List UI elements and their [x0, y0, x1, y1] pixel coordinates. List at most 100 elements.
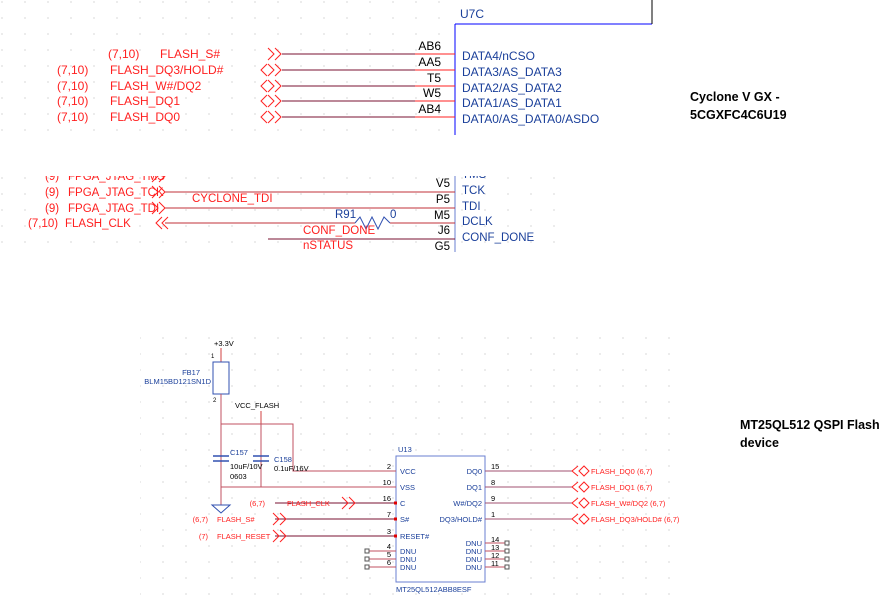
- pin-number: AA5: [418, 55, 441, 69]
- c158-value: 0.1uF/16V: [274, 464, 309, 473]
- connector-chevron-icon: [279, 512, 287, 526]
- pin-number: W5: [423, 86, 441, 100]
- pin-number: 8: [491, 478, 495, 487]
- pin-number: 2: [387, 462, 391, 471]
- net-name: FLASH_DQ0: [591, 467, 635, 476]
- connector-chevron-icon: [158, 201, 166, 215]
- capacitor-c158: [253, 455, 269, 462]
- bidir-chevron-icon: [260, 110, 268, 124]
- pin-number: 5: [387, 550, 391, 559]
- connector-chevron-icon: [272, 512, 280, 526]
- net-page-ref: (7,10): [108, 47, 139, 61]
- pin-function: DCLK: [462, 216, 493, 228]
- bidir-chevron-icon: [571, 481, 579, 493]
- pin-number: 14: [491, 535, 499, 544]
- u13-ref: U13: [398, 445, 412, 454]
- c157-ref: C157: [230, 448, 248, 457]
- pin-number: 12: [491, 551, 499, 560]
- pin-number: 6: [387, 558, 391, 567]
- pin-dot: [394, 517, 397, 521]
- fpga-jtag-section: (9)FPGA_JTAG_TMSV5TMS(9)FPGA_JTAG_TCKP5T…: [28, 176, 535, 253]
- bidir-chevron-icon: [571, 497, 579, 509]
- pin-number: 16: [383, 494, 391, 503]
- connector-chevron-icon: [272, 529, 280, 543]
- power-3v3: +3.3V: [214, 339, 234, 348]
- net-page-ref: (7,10): [57, 110, 88, 124]
- pin-function: DATA1/AS_DATA1: [462, 96, 562, 110]
- pin-number: AB4: [418, 102, 441, 116]
- net-name: FPGA_JTAG_TDI: [68, 203, 159, 215]
- fb17-ref: FB17: [182, 368, 200, 377]
- pin-number: T5: [427, 71, 441, 85]
- fb17-pin1: 1: [211, 354, 215, 360]
- pin-number: AB6: [418, 39, 441, 53]
- flash-device-label-2: device: [740, 436, 779, 450]
- net-name: FLASH_DQ1: [591, 483, 635, 492]
- cyclone-tdi-label: CYCLONE_TDI: [192, 193, 273, 205]
- net-name: FLASH_DQ1: [110, 94, 180, 108]
- ferrite-fb17: [212, 361, 230, 395]
- fpga-jtag-row: G5 CONF_DONE: [268, 232, 535, 253]
- c158-ref: C158: [274, 455, 292, 464]
- connector-chevron-icon: [158, 185, 166, 199]
- net-page-ref: (7,10): [57, 79, 88, 93]
- pin-name: RESET#: [400, 532, 430, 541]
- grid-mid: [0, 176, 560, 256]
- pin-name: S#: [400, 515, 410, 524]
- pin-name: DNU: [400, 563, 416, 572]
- net-page-ref: (6,7): [193, 515, 209, 524]
- pin-name: C: [400, 499, 406, 508]
- pin-number: 10: [383, 478, 391, 487]
- net-name: FLASH_S#: [217, 515, 255, 524]
- bidir-chevron-icon: [260, 94, 268, 108]
- pin-number: G5: [435, 241, 450, 253]
- bidir-connector-icon: [578, 481, 590, 493]
- net-name: FLASH_DQ3/HOLD#: [591, 515, 663, 524]
- pin-function: TCK: [462, 185, 485, 197]
- pin-function: CONF_DONE: [462, 232, 535, 244]
- pin-dot: [394, 501, 397, 505]
- connector-chevron-icon: [341, 496, 349, 510]
- fpga-ref: U7C: [460, 7, 484, 21]
- pin-number: 3: [387, 527, 391, 536]
- grid-top: [0, 0, 452, 135]
- net-page-ref: (7,10): [57, 63, 88, 77]
- conf-done-net: CONF_DONE: [303, 225, 376, 237]
- connector-chevron-icon: [267, 63, 275, 77]
- pin-name: DQ1: [467, 483, 482, 492]
- pin-function: TDI: [462, 201, 481, 213]
- net-page-ref: (6,7): [650, 499, 666, 508]
- bidir-chevron-icon: [260, 63, 268, 77]
- capacitor-c157: [213, 455, 229, 462]
- u13-left-pin: 16C: [275, 494, 406, 508]
- no-connect-icon: [504, 564, 510, 570]
- net-name: FLASH_CLK: [65, 218, 131, 230]
- pin-function: DATA4/nCSO: [462, 49, 535, 63]
- pin-number: 13: [491, 543, 499, 552]
- fpga-device-label: Cyclone V GX -: [690, 90, 780, 104]
- pin-function: DATA2/AS_DATA2: [462, 81, 562, 95]
- u13-left-pin: 7S#: [275, 510, 410, 524]
- pin-number: 7: [387, 510, 391, 519]
- pin-number: 15: [491, 462, 499, 471]
- connector-chevron-icon: [274, 63, 282, 77]
- pin-name: W#/DQ2: [453, 499, 482, 508]
- bidir-chevron-icon: [571, 465, 579, 477]
- fpga-flash-section: U7C (7,10)FLASH_S#AB6DATA4/nCSO(7,10)FLA…: [57, 0, 787, 135]
- pin-name: DNU: [466, 563, 482, 572]
- net-name: FLASH_CLK: [287, 499, 330, 508]
- nstatus-net: nSTATUS: [303, 240, 353, 252]
